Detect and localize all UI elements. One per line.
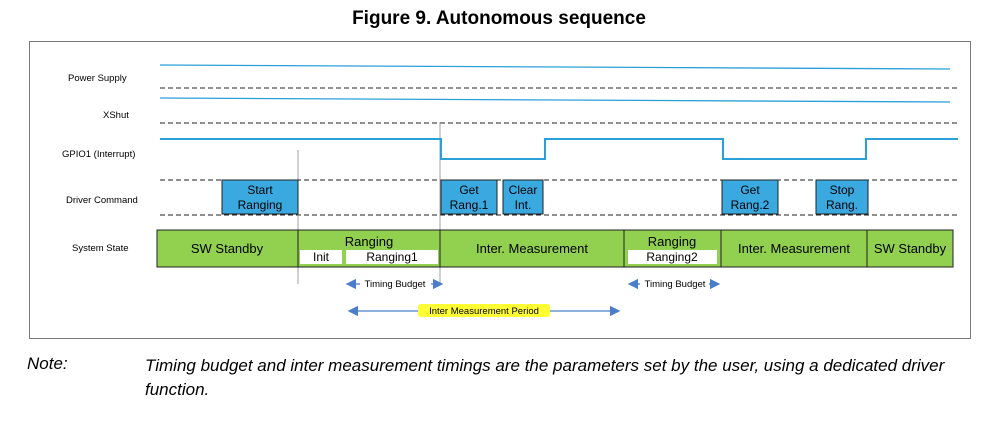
label-driver-command: Driver Command: [66, 195, 138, 206]
timing-budget-2-label: Timing Budget: [645, 279, 706, 290]
state-ranging-1: Ranging Init Ranging1: [297, 229, 441, 268]
timing-budget-1-label: Timing Budget: [365, 279, 426, 290]
state-sw-standby-2: SW Standby: [866, 229, 954, 268]
state-inter-measurement-1-label: Inter. Measurement: [476, 241, 588, 256]
power-supply-line: [159, 64, 951, 70]
command-stop-rang-line2: Rang.: [826, 198, 858, 212]
command-start-ranging: Start Ranging: [221, 179, 299, 215]
state-ranging-2: Ranging Ranging2: [623, 229, 722, 268]
state-ranging-1-label: Ranging: [345, 234, 393, 249]
state-inter-measurement-1: Inter. Measurement: [439, 229, 625, 268]
note-label: Note:: [27, 354, 68, 373]
inter-measurement-period-label: Inter Measurement Period: [429, 306, 539, 317]
state-sw-standby-2-label: SW Standby: [874, 241, 947, 256]
timing-budget-1: Timing Budget: [345, 278, 444, 290]
xshut-line: [159, 97, 951, 103]
command-get-rang1-line1: Get: [459, 183, 479, 197]
timing-budget-2: Timing Budget: [627, 278, 721, 290]
gpio1-waveform: [160, 138, 958, 160]
command-clear-int-line1: Clear: [509, 183, 538, 197]
state-inter-measurement-2: Inter. Measurement: [720, 229, 868, 268]
command-get-rang1-line2: Rang.1: [450, 198, 489, 212]
figure-title: Figure 9. Autonomous sequence: [352, 8, 646, 29]
state-ranging-1-init: Init: [313, 250, 330, 264]
state-sw-standby-1-label: SW Standby: [191, 241, 264, 256]
command-stop-rang: Stop Rang.: [815, 179, 869, 215]
command-start-ranging-line2: Ranging: [238, 198, 283, 212]
note-text: Timing budget and inter measurement timi…: [145, 356, 945, 399]
state-ranging-1-ranging1: Ranging1: [366, 250, 418, 264]
command-start-ranging-line1: Start: [247, 183, 273, 197]
label-power-supply: Power Supply: [68, 73, 127, 84]
command-clear-int: Clear Int.: [502, 179, 544, 215]
state-sw-standby-1: SW Standby: [156, 229, 299, 268]
command-stop-rang-line1: Stop: [830, 183, 855, 197]
state-inter-measurement-2-label: Inter. Measurement: [738, 241, 850, 256]
inter-measurement-period: Inter Measurement Period: [347, 304, 621, 317]
command-clear-int-line2: Int.: [515, 198, 532, 212]
label-gpio1: GPIO1 (Interrupt): [62, 149, 135, 160]
command-get-rang2-line1: Get: [740, 183, 760, 197]
label-system-state: System State: [72, 243, 129, 254]
diagram-frame: [29, 41, 971, 339]
state-ranging-2-label: Ranging: [648, 234, 696, 249]
command-get-rang2: Get Rang.2: [721, 179, 779, 215]
command-get-rang1: Get Rang.1: [440, 179, 498, 215]
label-xshut: XShut: [103, 110, 129, 121]
command-get-rang2-line2: Rang.2: [731, 198, 770, 212]
state-ranging-2-ranging2: Ranging2: [646, 250, 698, 264]
